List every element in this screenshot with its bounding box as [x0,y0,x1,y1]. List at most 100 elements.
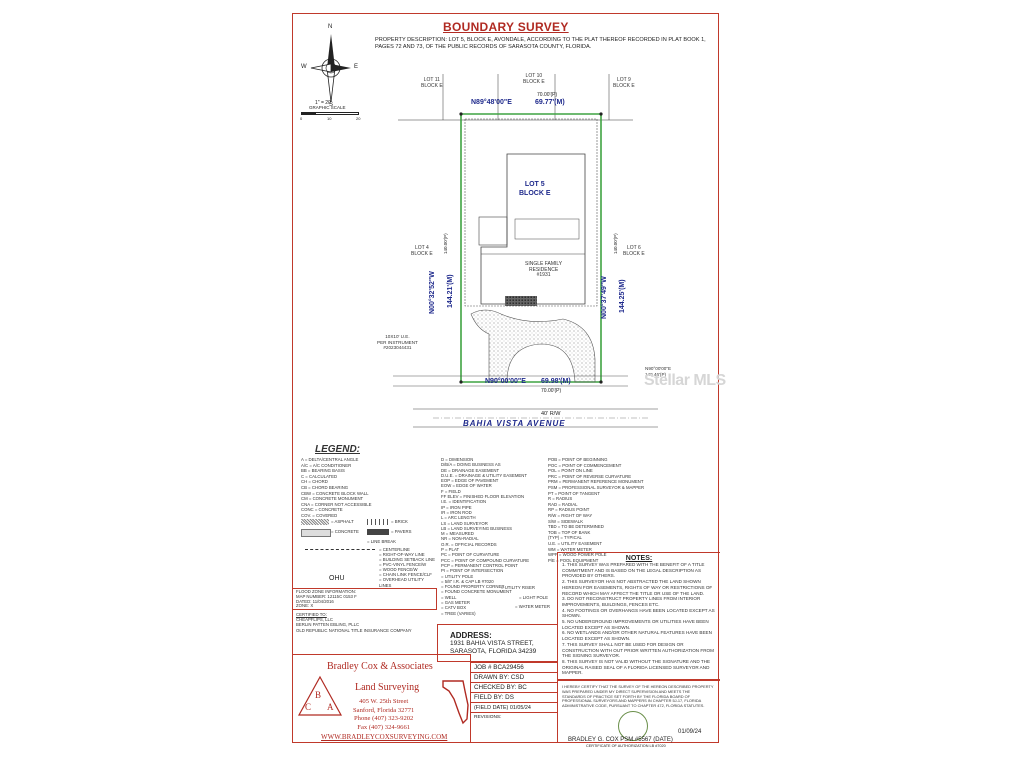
compass-east: E [354,64,359,70]
survey-sheet: BOUNDARY SURVEY PROPERTY DESCRIPTION: LO… [292,13,720,748]
company-tag: Land Surveying [355,682,420,693]
florida-icon [442,680,469,725]
street-name: BAHIA VISTA AVENUE [463,419,566,428]
centerline-swatch [305,549,375,550]
legend-title: LEGEND: [315,444,360,455]
right-plat-dim: 140.00'(P) [613,233,618,254]
setback-label: = BUILDING SETBACK LINE [379,557,435,562]
logo-letter-c: C [305,702,312,712]
surveyor-seal [618,711,648,741]
left-plat-dim: 140.00'(P) [443,233,448,254]
drawn-by: DRAWN BY: CSD [471,673,557,683]
compass-south: S [329,102,334,108]
address-label: ADDRESS: [450,631,492,640]
property-description: PROPERTY DESCRIPTION: LOT 5, BLOCK E, AV… [375,37,706,50]
certification-date: 01/09/24 [678,729,702,735]
symbol-swatches: = ASPHALT = BRICK = CONCRETE = PAVERS = … [301,519,436,599]
ohu-lines-label: = OVERHEAD UTILITY LINES [379,577,424,588]
pavers-label: = PAVERS [391,529,412,534]
revisions-label: REVISIONS: [474,715,502,720]
brick-swatch [367,519,389,525]
driveway [470,309,596,383]
signature-line: BRADLEY G. COX PSM #5567 (DATE) [568,737,673,743]
bottom-plat-dim: 70.00'(P) [541,388,562,394]
top-bearing: N89°48'00"E [471,99,512,106]
left-bearing: N00°32'52"W [429,271,436,314]
right-measured: 144.25'(M) [619,279,626,313]
logo-letter-a: A [327,702,334,712]
survey-title: BOUNDARY SURVEY [443,20,569,34]
certification-text: I HEREBY CERTIFY THAT THE SURVEY OF THE … [562,684,714,709]
brick-label: = BRICK [391,519,408,524]
easement-note: 10X10' U.E.PER INSTRUMENT#2023044431 [377,334,418,351]
scale-tick-20: 20 [356,116,361,121]
scale-ratio: 1" = 20' [315,100,332,106]
job-number: JOB # BCA29456 [471,663,557,673]
bottom-bearing: N90°00'00"E [485,378,526,385]
left-measured: 144.21'(M) [447,274,454,308]
utility-riser-legend: = UTILITY RISER [501,585,535,590]
asphalt-label: = ASPHALT [331,519,354,524]
concrete-label: = CONCRETE [331,529,359,534]
row-line-label: = RIGHT-OF-WAY LINE [379,552,425,557]
compass-rose: N W E S [301,24,359,108]
asphalt-swatch [301,519,329,525]
flood-zone-box: FLOOD ZONE INFORMATION:MAP NUMBER: 12115… [293,588,437,610]
graphic-scale: 1" = 20' GRAPHIC SCALE 0 10 20 [300,100,365,124]
scale-tick-10: 10 [327,116,332,121]
address-box: ADDRESS: 1931 BAHIA VISTA STREET, SARASO… [437,624,558,662]
compass-west: W [301,64,307,70]
water-meter-legend: = WATER METER [515,604,550,609]
logo-letter-b: B [315,690,322,700]
company-logo [297,675,343,716]
compass-icon [310,34,351,103]
scale-tick-0: 0 [300,116,303,121]
company-name: Bradley Cox & Associates [327,661,433,672]
concrete-swatch [301,529,331,537]
plat-drawing [393,74,658,428]
notes-box: NOTES: 1. THIS SURVEY WAS PREPARED WITH … [557,552,720,680]
pvc-fence-label: = PVC-VINYL FENCE/W [379,562,427,567]
wood-fence-label: = WOOD FENCE/W [379,567,418,572]
centerline-label: = CENTERLINE [379,547,410,552]
notes-title: NOTES: [625,555,653,562]
top-measured: 69.77'(M) [535,99,565,106]
job-box: JOB # BCA29456 DRAWN BY: CSD CHECKED BY:… [470,662,558,743]
light-pole-legend: = LIGHT POLE [519,595,548,600]
chain-fence-label: = CHAIN LINK FENCE/CLF [379,572,432,577]
line-break-label: = LINE BREAK [367,539,397,544]
field-by: FIELD BY: DS [471,693,557,703]
compass-north: N [328,24,333,30]
company-box: Bradley Cox & Associates B C A Land Surv… [293,654,471,743]
top-plat-dim: 70.00'(P) [537,92,558,98]
right-dims: N00°37'49"W 144.25'(M) [593,275,626,319]
certification-box: I HEREBY CERTIFY THAT THE SURVEY OF THE … [557,680,720,748]
mls-watermark: Stellar MLS [644,372,726,389]
row-label: 40' R/W [541,411,561,417]
scale-label: GRAPHIC SCALE [309,105,346,110]
scale-bar [301,112,359,115]
company-website[interactable]: WWW.BRADLEYCOXSURVEYING.COM [321,733,448,741]
field-date: (FIELD DATE) 01/05/24 [471,703,557,713]
pavers-swatch [367,529,389,535]
left-dims: N00°32'52"W 144.21'(M) [421,270,454,314]
bottom-measured: 69.98'(M) [541,378,571,385]
ohu-symbol: OHU [329,575,345,582]
address-line-2: SARASOTA, FLORIDA 34239 [450,648,537,655]
address-line-1: 1931 BAHIA VISTA STREET, [450,640,534,647]
right-bearing: N00°37'49"W [601,276,608,319]
checked-by: CHECKED BY: BC [471,683,557,693]
house-footprint [480,153,586,305]
